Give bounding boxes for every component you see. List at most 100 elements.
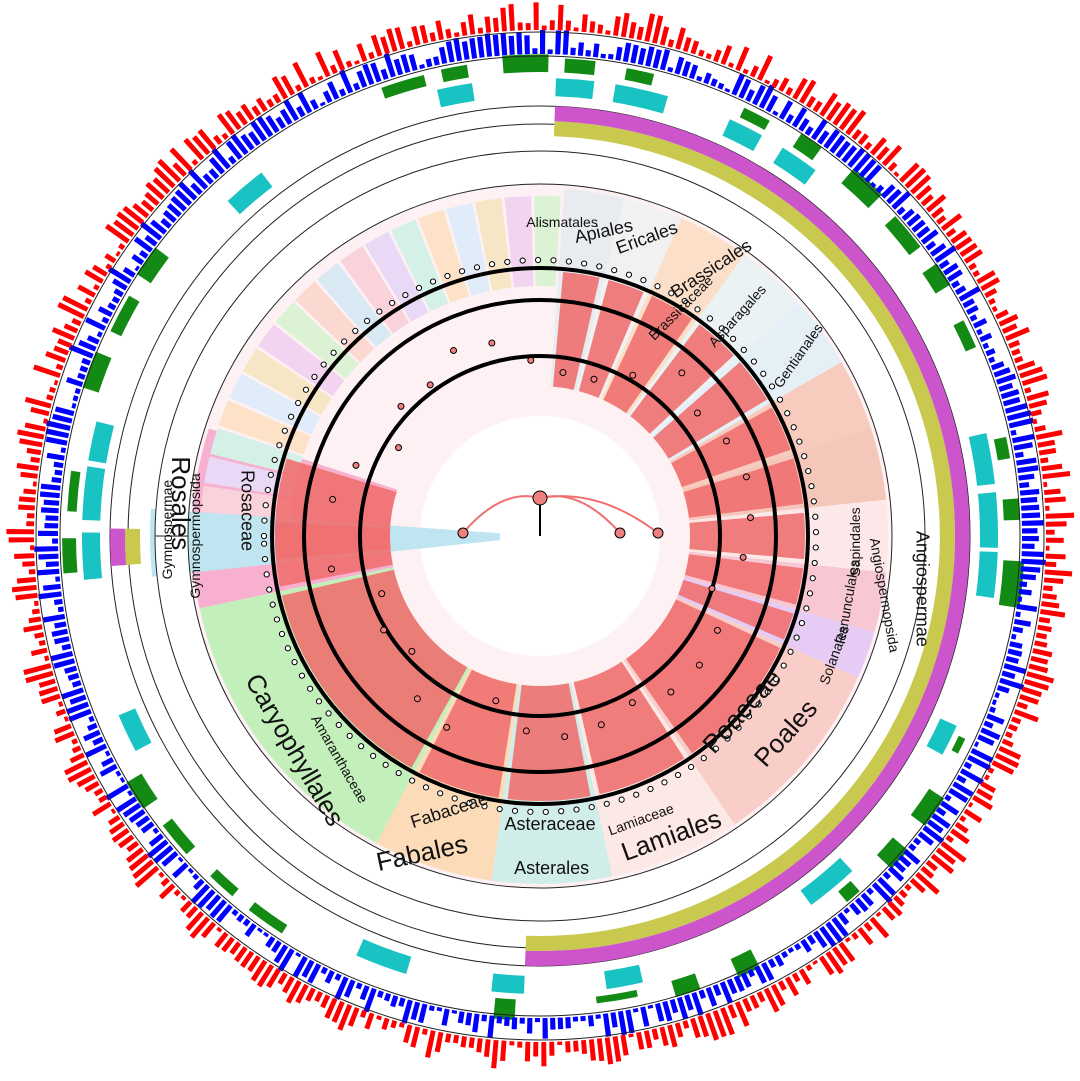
leaf-node [565, 258, 572, 265]
leaf-node [519, 257, 526, 264]
blue-bar [66, 377, 84, 388]
leaf-node [376, 308, 383, 315]
blue-bar [758, 84, 775, 109]
internal-node [561, 733, 569, 741]
leaf-node [810, 498, 817, 505]
blue-bar [231, 908, 239, 917]
internal-node [522, 727, 530, 735]
blue-bar [1021, 543, 1035, 549]
red-bar [1005, 326, 1030, 342]
leaf-node [755, 701, 762, 708]
blue-bar [896, 206, 906, 216]
blue-bar [1021, 504, 1040, 511]
internal-node [327, 565, 335, 573]
blue-bar [1020, 566, 1041, 573]
blue-bar [926, 819, 944, 834]
clade-label-angiospermae: Angiospermae [912, 531, 932, 647]
blue-bar [133, 236, 154, 253]
blue-bar [275, 116, 287, 130]
blue-bar [1010, 429, 1017, 436]
red-bar [742, 997, 753, 1013]
red-bar [62, 295, 89, 312]
blue-bar [831, 916, 849, 937]
red-bar [659, 1026, 669, 1047]
blue-bar [383, 53, 396, 78]
blue-bar [944, 794, 952, 802]
red-bar [153, 166, 176, 189]
green-block [624, 68, 655, 86]
blue-bar [271, 940, 282, 953]
red-bar [838, 941, 856, 963]
red-bar [620, 1034, 629, 1056]
red-bar [266, 98, 275, 108]
green-block [595, 989, 638, 1004]
blue-bar [810, 119, 828, 141]
blue-bar [950, 280, 961, 289]
red-bar [185, 911, 205, 932]
blue-bar [472, 1013, 480, 1033]
red-bar [968, 262, 977, 271]
red-bar [652, 15, 664, 44]
node-ring [270, 266, 810, 806]
red-bar [23, 488, 37, 495]
cyan-block [356, 939, 412, 974]
blue-bar [43, 583, 61, 591]
red-bar [613, 16, 621, 37]
red-bar [26, 521, 35, 527]
red-bar [869, 137, 887, 156]
blue-bar [115, 770, 122, 777]
blue-bar [1014, 451, 1024, 459]
red-bar [798, 968, 812, 985]
clade-label-gymnospermopsida: Gymnospermopsida [187, 473, 203, 598]
red-bar [93, 283, 100, 291]
red-bar [930, 853, 955, 875]
red-bar [44, 655, 50, 662]
leaf-node [287, 413, 295, 420]
blue-bar [408, 54, 418, 72]
blue-bar [637, 47, 647, 66]
blue-bar [445, 41, 455, 63]
red-bar [667, 39, 675, 48]
red-bar [364, 1012, 375, 1030]
red-bar [6, 529, 35, 535]
blue-bar [973, 741, 980, 748]
red-bar [189, 916, 211, 939]
red-bar [118, 243, 126, 251]
blue-bar [309, 99, 319, 111]
leaf-node [772, 675, 780, 683]
branch-fan [573, 661, 685, 795]
blue-bar [893, 860, 907, 873]
red-bar [315, 51, 331, 78]
red-bar [1043, 488, 1061, 495]
blue-bar [825, 921, 844, 944]
leaf-node [315, 698, 323, 705]
blue-bar [205, 894, 222, 911]
blue-bar [51, 628, 69, 637]
blue-bar [882, 871, 891, 880]
blue-bar [107, 302, 117, 311]
blue-bar [999, 677, 1025, 691]
internal-node [397, 402, 405, 410]
leaf-node [346, 732, 353, 739]
blue-bar [952, 781, 974, 797]
leaf-node [542, 808, 549, 816]
red-bar [320, 994, 331, 1009]
red-bar [67, 766, 92, 783]
blue-bar [772, 110, 779, 117]
blue-bar [356, 70, 368, 88]
red-bar [26, 513, 35, 519]
red-bar [881, 144, 903, 167]
blue-bar [81, 357, 91, 366]
blue-bar [688, 64, 699, 80]
blue-bar [765, 94, 779, 113]
red-bar [331, 1000, 345, 1023]
blue-bar [84, 743, 108, 758]
blue-bar [230, 133, 249, 156]
red-bar [994, 753, 1020, 769]
red-bar [705, 53, 712, 60]
blue-bar [265, 115, 280, 134]
blue-bar [45, 561, 59, 568]
branch-fan [653, 362, 768, 459]
red-bar [588, 1039, 597, 1061]
red-bar [980, 277, 1001, 292]
